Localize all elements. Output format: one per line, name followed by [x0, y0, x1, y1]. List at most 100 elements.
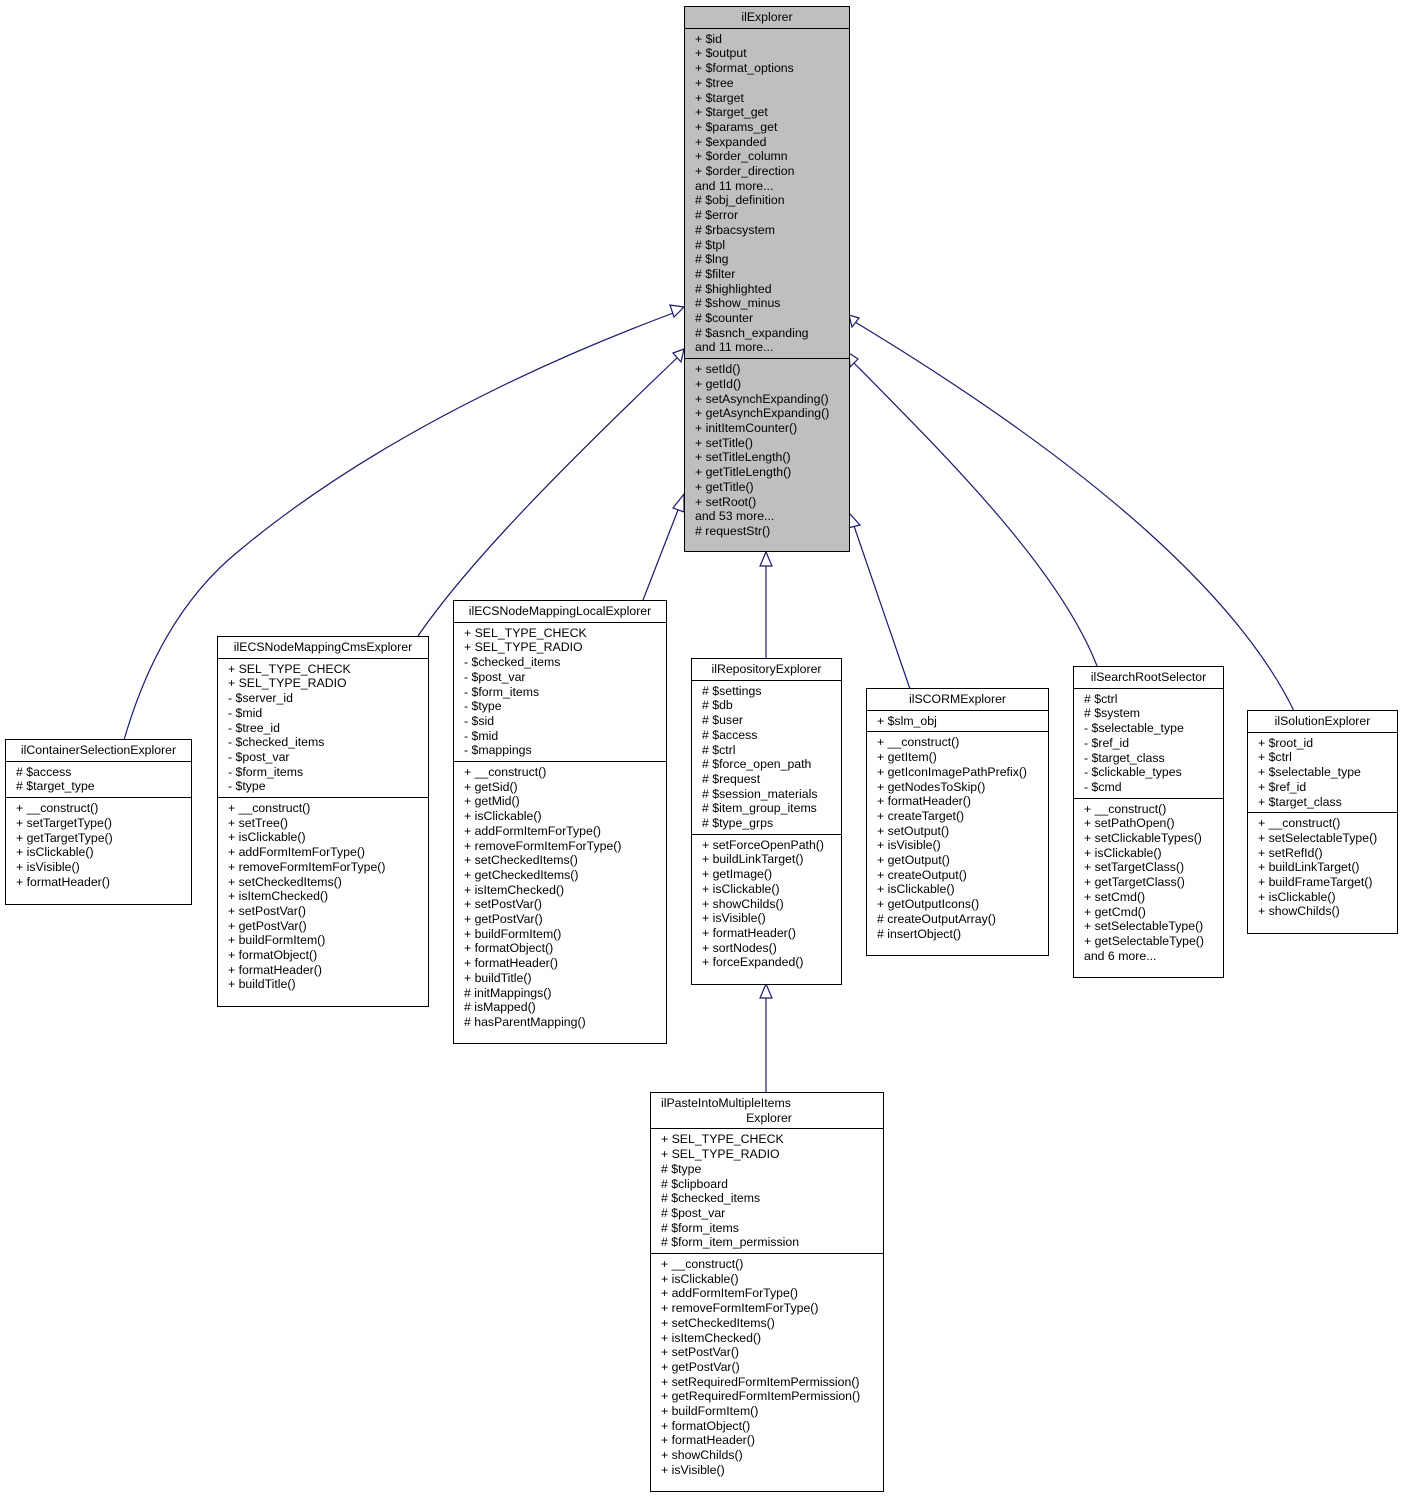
method-item: + isClickable() [877, 882, 955, 897]
attribute-item: # $show_minus [695, 296, 781, 311]
method-item: + formatHeader() [464, 956, 558, 971]
method-item: + setTitleLength() [695, 450, 791, 465]
method-item: + setAsynchExpanding() [695, 391, 829, 406]
attribute-item: - $clickable_types [1084, 765, 1182, 780]
class-title: ilRepositoryExplorer [692, 659, 841, 681]
method-item: + isClickable() [464, 809, 542, 824]
method-item: + setPathOpen() [1084, 816, 1175, 831]
method-item: + getTitle() [695, 479, 754, 494]
attribute-item: # $lng [695, 252, 729, 267]
attribute-item: - $tree_id [228, 720, 280, 735]
attribute-item: - $ref_id [1084, 735, 1130, 750]
method-item: + __construct() [661, 1257, 744, 1272]
class-title: ilSolutionExplorer [1248, 711, 1397, 733]
attribute-item: + $order_column [695, 149, 788, 164]
class-title: ilSearchRootSelector [1074, 667, 1223, 689]
attribute-item: + SEL_TYPE_RADIO [661, 1147, 780, 1162]
method-item: + setSelectableType() [1258, 830, 1378, 845]
attribute-item: - $target_class [1084, 750, 1165, 765]
method-item: + sortNodes() [702, 940, 777, 955]
method-item: + removeFormItemForType() [228, 859, 386, 874]
method-item: # insertObject() [877, 926, 962, 941]
method-item: + getTitleLength() [695, 465, 792, 480]
method-item: + formatHeader() [228, 962, 322, 977]
attribute-item: # $db [702, 698, 733, 713]
attribute-item: + $format_options [695, 61, 794, 76]
class-title-line-1: ilPasteIntoMultipleItems [661, 1096, 791, 1110]
method-item: + setCheckedItems() [228, 874, 342, 889]
attribute-item: # $form_items [661, 1220, 739, 1235]
method-item: + setClickableTypes() [1084, 831, 1202, 846]
method-list: + __construct()+ getItem()+ getIconImage… [867, 732, 1048, 944]
method-list: + __construct()+ setTree()+ isClickable(… [218, 798, 428, 995]
attribute-item: - $sid [464, 713, 495, 728]
method-item: + isVisible() [661, 1462, 725, 1477]
method-item: + formatHeader() [877, 794, 971, 809]
arrowhead-solution [848, 314, 861, 329]
attribute-item: + $ref_id [1258, 779, 1307, 794]
method-item: + isItemChecked() [228, 889, 329, 904]
class-title: ilExplorer [685, 7, 849, 29]
method-item: + formatHeader() [702, 925, 796, 940]
method-item: + getSid() [464, 779, 518, 794]
method-item: + formatHeader() [661, 1433, 755, 1448]
attribute-item: # $error [695, 208, 739, 223]
attribute-item: - $post_var [228, 749, 290, 764]
attribute-list: + SEL_TYPE_CHECK+ SEL_TYPE_RADIO- $serve… [218, 659, 428, 799]
edge-solution-to-base [854, 321, 1295, 712]
method-item: + getCmd() [1084, 904, 1146, 919]
edge-container-to-base [123, 311, 677, 741]
attribute-item: # $tpl [695, 237, 726, 252]
attribute-item: # $clipboard [661, 1176, 728, 1191]
attribute-item: - $checked_items [228, 735, 325, 750]
attribute-item: + $root_id [1258, 735, 1314, 750]
class-title: ilPasteIntoMultipleItems Explorer [651, 1093, 883, 1130]
attribute-item: # $access [702, 727, 758, 742]
class-ilcontainerselectionexplorer: ilContainerSelectionExplorer # $access# … [5, 739, 192, 905]
method-item: + getId() [695, 376, 742, 391]
class-ilecsnodemappinglocalexplorer: ilECSNodeMappingLocalExplorer + SEL_TYPE… [453, 600, 667, 1044]
method-item: + isClickable() [661, 1271, 739, 1286]
method-item: + formatObject() [661, 1418, 751, 1433]
attribute-item: # $filter [695, 266, 736, 281]
method-item: + __construct() [1258, 816, 1341, 831]
method-item: + showChilds() [1258, 904, 1340, 919]
attribute-list: + $id+ $output+ $format_options+ $tree+ … [685, 29, 849, 360]
method-item: + getOutput() [877, 853, 950, 868]
edge-cms-to-base [417, 356, 679, 637]
attribute-item: # $request [702, 771, 761, 786]
attribute-item: # $ctrl [702, 742, 736, 757]
method-item: + getCheckedItems() [464, 867, 579, 882]
class-ilpasteintomultipleitemsexplorer: ilPasteIntoMultipleItems Explorer + SEL_… [650, 1092, 884, 1492]
method-item: + getPostVar() [228, 918, 307, 933]
method-item: + getImage() [702, 867, 773, 882]
method-item: # requestStr() [695, 523, 771, 538]
method-item: + setId() [695, 362, 741, 377]
method-item: + createTarget() [877, 808, 965, 823]
method-item: + getTargetType() [16, 830, 113, 845]
attribute-list: + SEL_TYPE_CHECK+ SEL_TYPE_RADIO- $check… [454, 623, 666, 763]
method-item: + buildFormItem() [464, 926, 562, 941]
method-item: + buildTitle() [228, 977, 296, 992]
method-item: + addFormItemForType() [464, 823, 602, 838]
method-item: + __construct() [877, 735, 960, 750]
attribute-list: # $access# $target_type [6, 762, 191, 799]
attribute-item: - $form_items [464, 684, 540, 699]
attribute-item: - $post_var [464, 669, 526, 684]
method-item: + getOutputIcons() [877, 897, 980, 912]
method-item: + showChilds() [702, 896, 784, 911]
attribute-item: - $cmd [1084, 779, 1122, 794]
method-list: + __construct()+ setPathOpen()+ setClick… [1074, 799, 1223, 967]
method-list: + __construct()+ setSelectableType()+ se… [1248, 813, 1397, 922]
method-item: + isClickable() [1084, 845, 1162, 860]
method-item: + isVisible() [702, 911, 766, 926]
attribute-item: # $checked_items [661, 1191, 761, 1206]
method-item: + setTargetType() [16, 815, 113, 830]
method-item: + formatObject() [228, 948, 318, 963]
method-item: + setTree() [228, 815, 289, 830]
method-item: + setOutput() [877, 823, 950, 838]
method-item: + getRequiredFormItemPermission() [661, 1389, 861, 1404]
attribute-item: + SEL_TYPE_RADIO [228, 676, 347, 691]
